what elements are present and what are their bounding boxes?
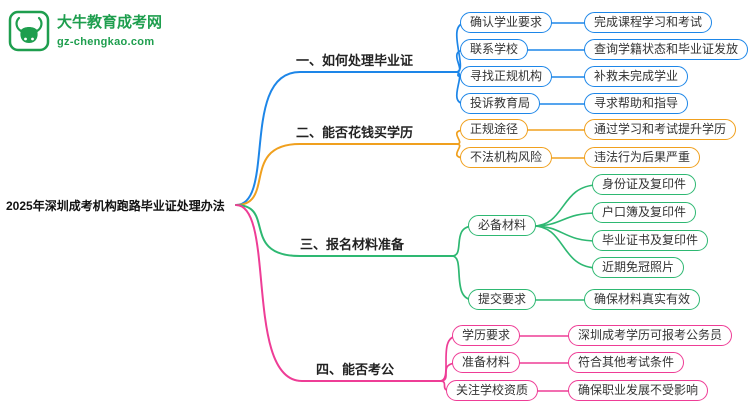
- mindmap-leaf: 确保材料真实有效: [584, 289, 701, 310]
- mindmap-node: 寻找正规机构: [460, 66, 553, 87]
- mindmap-node: 准备材料: [452, 352, 521, 373]
- mindmap-leaf: 确保职业发展不受影响: [568, 380, 709, 401]
- branch1-connectors: [235, 22, 591, 206]
- site-logo-text: 大牛教育成考网 gz-chengkao.com: [57, 10, 162, 49]
- mindmap-leaf: 违法行为后果严重: [584, 147, 701, 168]
- mindmap-node: 正规途径: [460, 119, 529, 140]
- mindmap-node: 确认学业要求: [460, 12, 553, 33]
- mindmap-leaf: 完成课程学习和考试: [584, 12, 713, 33]
- branch-label-4: 四、能否考公: [316, 362, 395, 377]
- mindmap-leaf: 近期免冠照片: [592, 257, 685, 278]
- bull-logo-icon: [8, 10, 50, 52]
- site-name: 大牛教育成考网: [57, 14, 163, 31]
- mindmap-node: 必备材料: [468, 215, 537, 236]
- branch3-connectors: [235, 184, 599, 301]
- mindmap-leaf: 符合其他考试条件: [568, 352, 685, 373]
- mindmap-node: 投诉教育局: [460, 93, 541, 114]
- mindmap-leaf: 通过学习和考试提升学历: [584, 119, 737, 140]
- mindmap-leaf: 户口簿及复印件: [592, 202, 697, 223]
- site-url: gz-chengkao.com: [57, 36, 155, 48]
- mindmap-leaf: 寻求帮助和指导: [584, 93, 689, 114]
- mindmap-node: 关注学校资质: [446, 380, 539, 401]
- branch-label-2: 二、能否花钱买学历: [296, 125, 414, 140]
- branch2-connectors: [235, 129, 591, 206]
- branch-label-1: 一、如何处理毕业证: [296, 53, 414, 68]
- mindmap-node: 联系学校: [460, 39, 529, 60]
- mindmap-leaf: 身份证及复印件: [592, 174, 697, 195]
- mindmap-node: 不法机构风险: [460, 147, 553, 168]
- mindmap-leaf: 毕业证书及复印件: [592, 230, 709, 251]
- branch-label-3: 三、报名材料准备: [300, 237, 405, 252]
- mindmap-leaf: 查询学籍状态和毕业证发放: [584, 39, 749, 60]
- mindmap-leaf: 补救未完成学业: [584, 66, 689, 87]
- site-logo: 大牛教育成考网 gz-chengkao.com: [8, 10, 162, 52]
- mindmap-node: 学历要求: [452, 325, 521, 346]
- mindmap-node: 提交要求: [468, 289, 537, 310]
- mindmap-root-topic: 2025年深圳成考机构跑路毕业证处理办法: [6, 199, 225, 213]
- mindmap-leaf: 深圳成考学历可报考公务员: [568, 325, 733, 346]
